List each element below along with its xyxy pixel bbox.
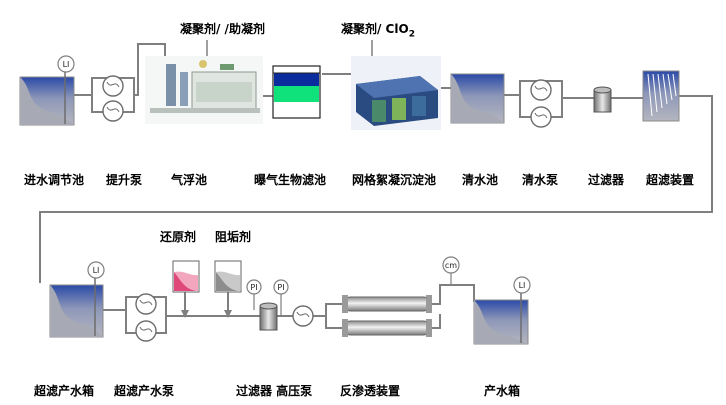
lift-pump-icon bbox=[102, 75, 124, 122]
label-uf-product-pump: 超滤产水泵 bbox=[114, 384, 175, 398]
product-tank-icon bbox=[473, 293, 529, 345]
svg-text:LI: LI bbox=[519, 281, 526, 290]
high-pressure-pump-icon bbox=[292, 305, 314, 327]
pipes bbox=[39, 43, 713, 334]
chem-reductant-label: 还原剂 bbox=[160, 230, 197, 244]
label-filter-2-hp-pump: 过滤器 高压泵 bbox=[236, 384, 313, 398]
clear-water-tank-icon bbox=[450, 73, 505, 124]
air-flotation-icon bbox=[145, 56, 263, 124]
clear-pump-icon bbox=[530, 79, 552, 128]
inlet-tank-icon bbox=[19, 70, 75, 126]
level-gauge-icon-1: LI bbox=[57, 55, 75, 73]
level-gauge-icon-3: LI bbox=[513, 276, 531, 294]
arrow-dose-antiscalant bbox=[224, 310, 232, 318]
svg-text:PI: PI bbox=[250, 283, 257, 292]
antiscalant-tank-icon bbox=[214, 260, 242, 293]
chem-clo2-subscript: 2 bbox=[408, 29, 415, 40]
uf-device-icon bbox=[642, 70, 680, 122]
svg-text:LI: LI bbox=[93, 266, 100, 275]
filter-icon-1 bbox=[593, 86, 612, 113]
chem-antiscalant-label: 阻垢剂 bbox=[215, 230, 252, 244]
label-clear-water-tank: 清水池 bbox=[462, 173, 499, 187]
reductant-tank-icon bbox=[172, 260, 200, 293]
label-air-flotation: 气浮池 bbox=[171, 173, 208, 187]
pipe-ro-to-product bbox=[428, 284, 475, 305]
svg-text:LI: LI bbox=[63, 60, 70, 69]
label-lift-pump: 提升泵 bbox=[106, 173, 143, 187]
chem-coagulant-clo2-label: 凝聚剂/ ClO2 bbox=[341, 22, 415, 41]
label-uf-device: 超滤装置 bbox=[646, 173, 695, 187]
label-grid-flocculation: 网格絮凝沉淀池 bbox=[352, 173, 437, 187]
chem-coagulant-clo2-prefix: 凝聚剂/ ClO bbox=[341, 22, 409, 36]
level-gauge-icon-2: LI bbox=[87, 261, 105, 279]
pipe-hp-to-ro bbox=[313, 303, 346, 317]
label-uf-product-tank: 超滤产水箱 bbox=[34, 384, 95, 398]
baf-icon bbox=[272, 65, 321, 119]
pipe-ro-split bbox=[325, 316, 346, 329]
label-ro-device: 反渗透装置 bbox=[340, 384, 401, 398]
arrow-dose-reductant bbox=[181, 310, 189, 318]
svg-text:cm: cm bbox=[445, 261, 457, 270]
pipe-pump-to-flotation bbox=[134, 43, 166, 96]
label-filter-1: 过滤器 bbox=[588, 173, 625, 187]
chem-coagulant-aid-label: 凝聚剂/ /助凝剂 bbox=[180, 22, 265, 36]
label-product-tank: 产水箱 bbox=[484, 384, 521, 398]
conductivity-meter-icon: cm bbox=[442, 256, 460, 285]
uf-product-tank-icon bbox=[49, 278, 104, 338]
grid-flocculation-icon bbox=[351, 56, 441, 130]
label-baf: 曝气生物滤池 bbox=[254, 173, 327, 187]
label-inlet-tank: 进水调节池 bbox=[24, 173, 85, 187]
ro-membrane-icon bbox=[342, 295, 432, 337]
pressure-gauge-icon-1: PI bbox=[246, 279, 262, 310]
svg-text:PI: PI bbox=[277, 283, 284, 292]
label-clear-pump: 清水泵 bbox=[522, 173, 559, 187]
uf-product-pump-icon bbox=[135, 293, 157, 342]
pressure-gauge-icon-2: PI bbox=[273, 279, 289, 316]
filter-icon-2 bbox=[259, 302, 278, 331]
pipe-uf-down-connector bbox=[39, 95, 713, 283]
